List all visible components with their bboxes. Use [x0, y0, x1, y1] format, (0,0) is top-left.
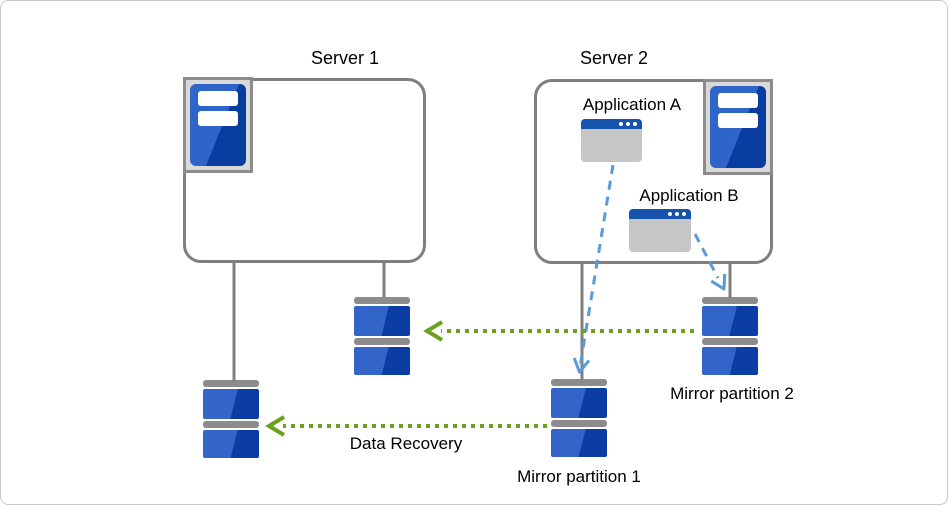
disk-platter [551, 388, 607, 418]
server1-tower-icon [183, 77, 253, 173]
disk-cap [702, 338, 758, 345]
mirror-partition1-disk-icon [551, 379, 607, 457]
server-tower-body [710, 86, 766, 168]
disk-platter [354, 306, 410, 336]
server1-label: Server 1 [310, 48, 380, 68]
window-dot-icon [626, 122, 630, 126]
window-dot-icon [675, 212, 679, 216]
mirror-partition1-label: Mirror partition 1 [517, 467, 641, 486]
disk-platter [702, 347, 758, 375]
server2-label: Server 2 [579, 48, 649, 68]
disk-platter [702, 306, 758, 336]
server-drive-slot [718, 113, 758, 128]
disk-platter [354, 347, 410, 375]
window-dot-icon [668, 212, 672, 216]
application-a-label: Application A [582, 95, 682, 114]
application-a-window-icon [581, 119, 642, 162]
disk-platter [203, 389, 259, 419]
disk-platter [203, 430, 259, 458]
window-titlebar [581, 119, 642, 129]
server-drive-slot [198, 111, 238, 126]
window-dot-icon [633, 122, 637, 126]
data-recovery-label: Data Recovery [349, 434, 463, 453]
server-drive-slot [198, 91, 238, 106]
window-dot-icon [619, 122, 623, 126]
disk-cap [702, 297, 758, 304]
disk-cap [354, 338, 410, 345]
window-titlebar [629, 209, 691, 219]
disk-cap [354, 297, 410, 304]
application-b-label: Application B [639, 186, 739, 205]
mirror-partition2-label: Mirror partition 2 [670, 384, 794, 403]
mirror-partition2-disk-icon [702, 297, 758, 375]
window-dot-icon [682, 212, 686, 216]
arrow-mirror2-to-disk-upper [423, 320, 694, 342]
server1-disk-upper-icon [354, 297, 410, 375]
server-tower-body [190, 84, 246, 166]
application-b-window-icon [629, 209, 691, 252]
disk-cap [551, 420, 607, 427]
arrow-data-recovery [265, 415, 547, 437]
disk-cap [551, 379, 607, 386]
disk-platter [551, 429, 607, 457]
disk-cap [203, 421, 259, 428]
server2-tower-icon [703, 79, 773, 175]
server-drive-slot [718, 93, 758, 108]
server1-disk-lower-icon [203, 380, 259, 458]
disk-cap [203, 380, 259, 387]
